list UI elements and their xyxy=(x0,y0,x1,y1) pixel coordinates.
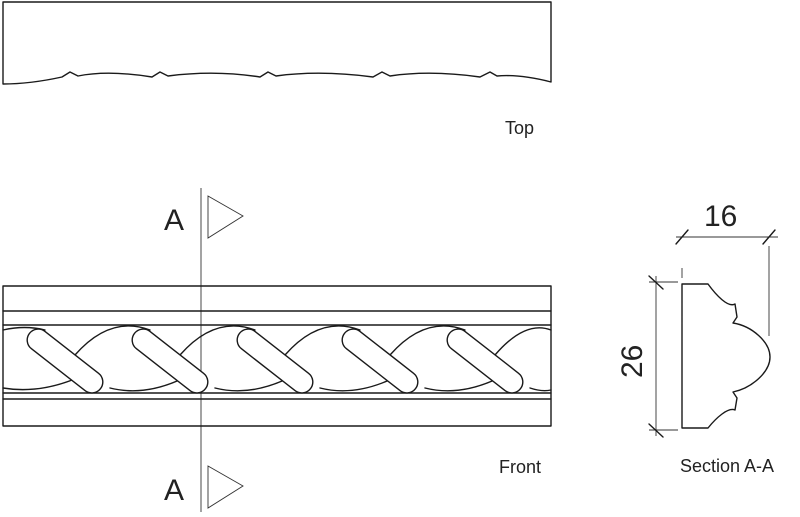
section-letter-bottom: A xyxy=(164,474,184,507)
section-cut: A A xyxy=(164,188,244,512)
section-view-label: Section A-A xyxy=(680,456,774,476)
section-arrow-top xyxy=(207,195,244,239)
top-view-label: Top xyxy=(505,118,534,138)
section-letter-top: A xyxy=(164,204,184,237)
front-view-outline xyxy=(2,285,552,427)
section-view: 16 26 Section A-A xyxy=(616,200,778,476)
top-view: Top xyxy=(2,1,552,138)
top-view-outline xyxy=(2,1,552,85)
rope-twist-pattern xyxy=(2,325,552,394)
section-profile xyxy=(681,283,771,429)
section-arrow-bottom xyxy=(207,465,244,509)
front-view: Front xyxy=(2,285,552,477)
front-view-label: Front xyxy=(499,457,541,477)
height-dimension-value: 26 xyxy=(616,345,649,378)
width-dimension-value: 16 xyxy=(704,200,737,233)
